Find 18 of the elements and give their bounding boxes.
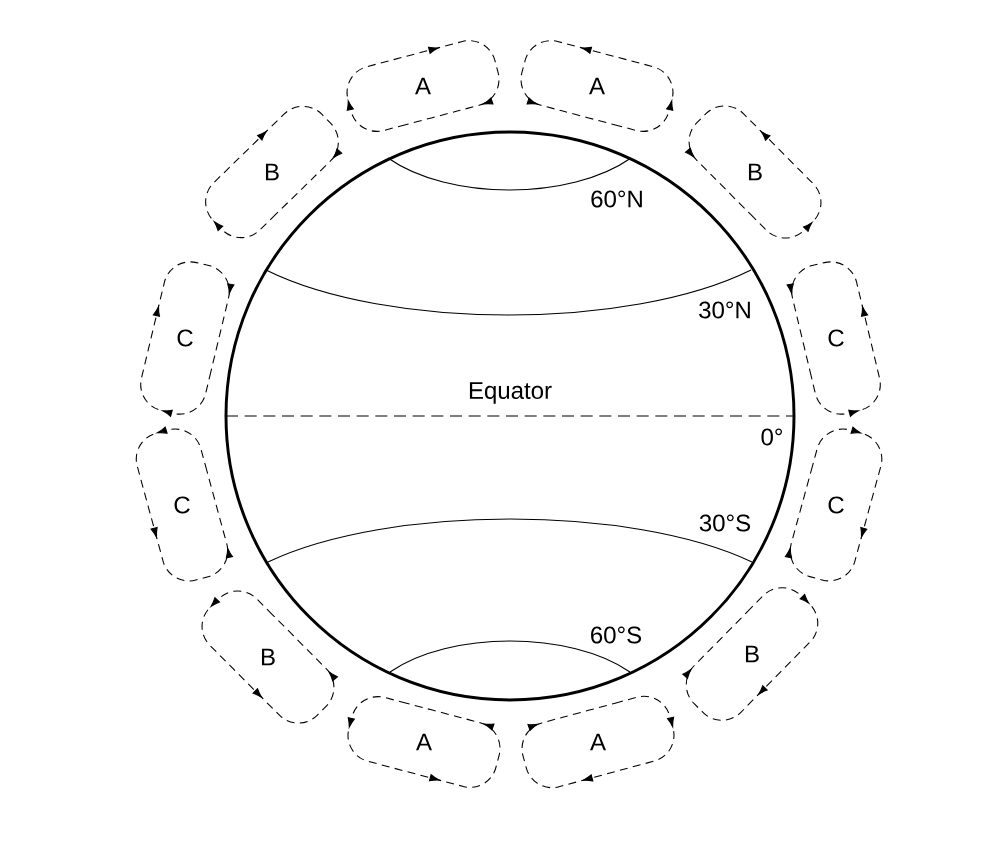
circulation-cell: C xyxy=(140,261,235,417)
circulation-cell: A xyxy=(520,40,674,132)
circulation-cell: B xyxy=(205,105,343,239)
circulation-cell: C xyxy=(135,426,233,582)
circulation-cell: A xyxy=(347,696,501,788)
latitude-label: 60°N xyxy=(591,190,642,208)
latitude-label: 0° xyxy=(761,428,783,446)
circulation-cell: C xyxy=(784,426,883,582)
latitude-label: 30°S xyxy=(699,514,751,532)
latitude-label: Equator xyxy=(469,382,552,404)
circulation-cell: A xyxy=(521,695,675,789)
circulation-cell: B xyxy=(201,590,338,724)
circulation-cell: A xyxy=(346,40,500,132)
latitude-label: 60°S xyxy=(591,626,642,644)
circulation-cell: C xyxy=(786,261,881,417)
circulation-cell: B xyxy=(685,105,822,239)
circulation-cell: B xyxy=(682,587,819,721)
latitude-label: 30°N xyxy=(699,301,750,319)
